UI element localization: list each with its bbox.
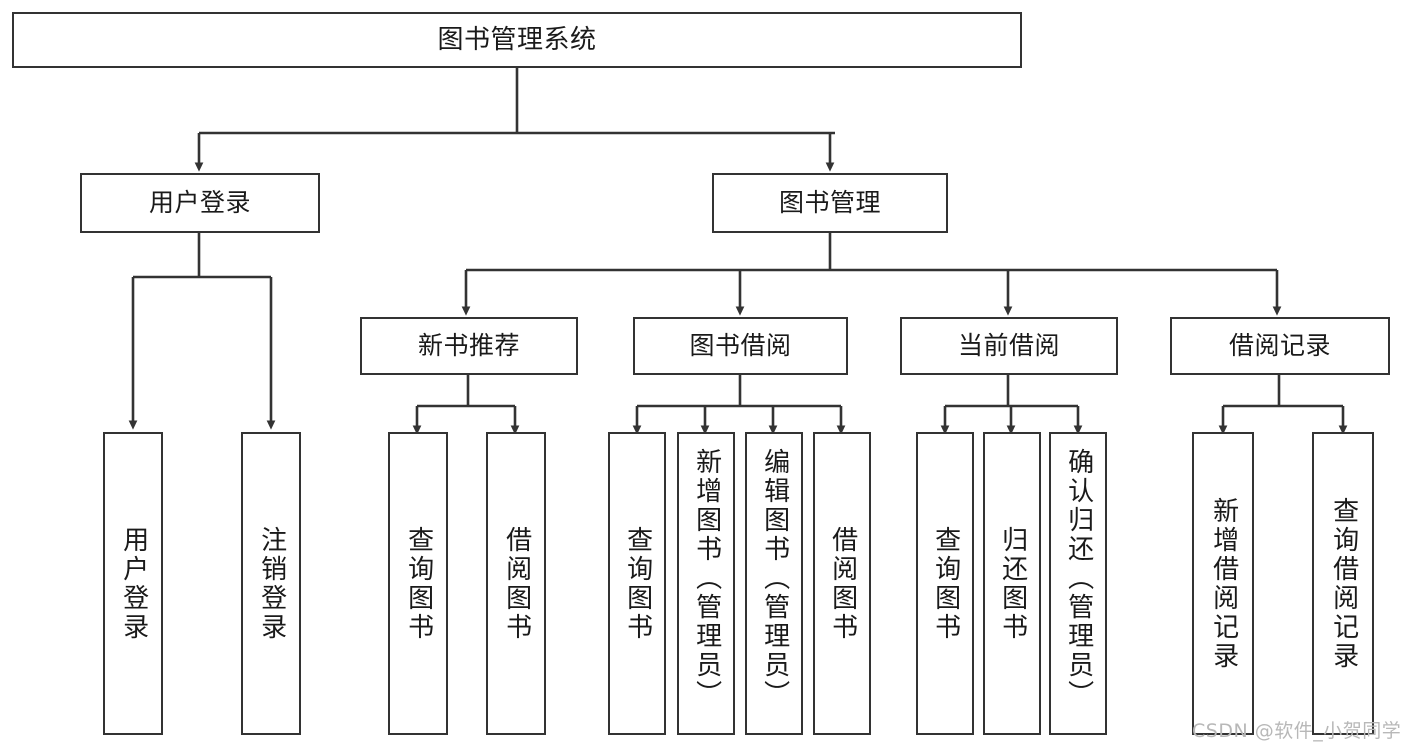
node-label: 确认归还（管理员） xyxy=(1063,448,1094,709)
leaf-borrow-record-query-record[interactable]: 查询借阅记录 xyxy=(1312,432,1374,735)
leaf-current-borrow-query-book[interactable]: 查询图书 xyxy=(916,432,974,735)
node-root-library-system[interactable]: 图书管理系统 xyxy=(12,12,1022,68)
leaf-user-login-login[interactable]: 用户登录 xyxy=(103,432,163,735)
leaf-user-login-logout[interactable]: 注销登录 xyxy=(241,432,301,735)
node-label: 借阅图书 xyxy=(827,525,858,642)
node-label: 新增图书（管理员） xyxy=(691,448,722,709)
node-label: 查询图书 xyxy=(403,525,434,642)
watermark: CSDN @软件_小贺同学 xyxy=(1192,720,1402,742)
node-label: 图书借阅 xyxy=(689,331,792,361)
node-label: 用户登录 xyxy=(118,525,149,642)
node-current-borrow[interactable]: 当前借阅 xyxy=(900,317,1118,375)
node-label: 编辑图书（管理员） xyxy=(759,448,790,709)
node-label: 查询借阅记录 xyxy=(1328,496,1359,671)
node-label: 新书推荐 xyxy=(417,331,520,361)
node-label: 图书管理系统 xyxy=(437,24,597,55)
leaf-new-book-borrow-book[interactable]: 借阅图书 xyxy=(486,432,546,735)
leaf-current-borrow-confirm-return-admin[interactable]: 确认归还（管理员） xyxy=(1049,432,1107,735)
leaf-current-borrow-return-book[interactable]: 归还图书 xyxy=(983,432,1041,735)
node-book-management[interactable]: 图书管理 xyxy=(712,173,948,233)
node-label: 查询图书 xyxy=(930,525,961,642)
node-label: 当前借阅 xyxy=(957,331,1060,361)
leaf-book-borrow-query-book[interactable]: 查询图书 xyxy=(608,432,666,735)
node-label: 借阅记录 xyxy=(1228,331,1331,361)
leaf-book-borrow-edit-book-admin[interactable]: 编辑图书（管理员） xyxy=(745,432,803,735)
node-label: 借阅图书 xyxy=(501,525,532,642)
node-label: 图书管理 xyxy=(778,188,881,218)
leaf-book-borrow-borrow-book[interactable]: 借阅图书 xyxy=(813,432,871,735)
node-borrow-record[interactable]: 借阅记录 xyxy=(1170,317,1390,375)
node-new-book-recommend[interactable]: 新书推荐 xyxy=(360,317,578,375)
node-label: 注销登录 xyxy=(256,525,287,642)
node-label: 查询图书 xyxy=(622,525,653,642)
leaf-borrow-record-add-record[interactable]: 新增借阅记录 xyxy=(1192,432,1254,735)
node-label: 新增借阅记录 xyxy=(1208,496,1239,671)
node-label: 归还图书 xyxy=(997,525,1028,642)
node-user-login[interactable]: 用户登录 xyxy=(80,173,320,233)
leaf-new-book-query-book[interactable]: 查询图书 xyxy=(388,432,448,735)
leaf-book-borrow-add-book-admin[interactable]: 新增图书（管理员） xyxy=(677,432,735,735)
node-book-borrow[interactable]: 图书借阅 xyxy=(633,317,848,375)
node-label: 用户登录 xyxy=(148,188,251,218)
